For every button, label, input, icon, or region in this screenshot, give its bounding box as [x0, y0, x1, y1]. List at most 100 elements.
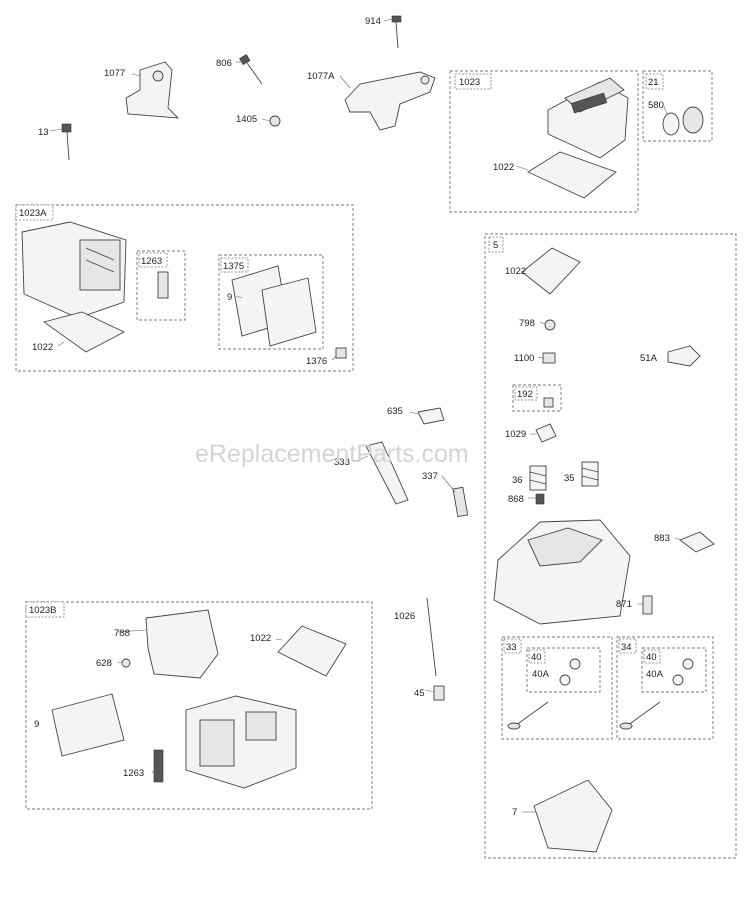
label-1022-b: 1022 [32, 342, 53, 353]
label-1263-b: 1263 [123, 768, 144, 779]
nut-1405-part [269, 115, 281, 127]
group-box-33 [501, 636, 613, 740]
gasket-1022-part-c [521, 247, 581, 295]
group-tag-1375 [220, 257, 249, 273]
gasket-883-part [679, 531, 715, 553]
part-1100 [542, 352, 556, 364]
group-tag-21 [645, 73, 664, 90]
bolt-914-part [391, 15, 402, 49]
part-1029 [535, 423, 557, 443]
label-1077A: 1077A [307, 71, 335, 82]
group-label-1375: 1375 [223, 261, 244, 272]
gasket-51A-part [667, 345, 701, 367]
group-box-1375 [218, 254, 324, 350]
label-628: 628 [96, 658, 112, 669]
bracket-1077-part [125, 61, 180, 119]
label-580: 580 [648, 100, 664, 111]
group-box-34 [616, 636, 714, 740]
group-label-1263: 1263 [141, 256, 162, 267]
group-box-21 [642, 70, 713, 142]
group-box-1263 [136, 250, 186, 321]
group-box-1023B [25, 601, 373, 810]
group-tag-34 [618, 638, 637, 654]
label-40A-a: 40A [532, 669, 550, 680]
label-9-b: 9 [34, 719, 39, 730]
label-1026: 1026 [394, 611, 415, 622]
gasket-1022-part-d [277, 625, 347, 677]
label-1022-c: 1022 [505, 266, 526, 277]
valve-cover-1023A-part [21, 221, 127, 319]
label-868: 868 [508, 494, 524, 505]
part-635 [417, 407, 445, 425]
group-box-192 [512, 384, 562, 412]
group-tag-40-b [643, 649, 661, 664]
label-1077: 1077 [104, 68, 125, 79]
breather-580-part [662, 106, 704, 136]
label-1029: 1029 [505, 429, 526, 440]
valve-33-part [507, 658, 581, 730]
label-9-a: 9 [227, 292, 232, 303]
label-871: 871 [616, 599, 632, 610]
label-333: 333 [334, 457, 350, 468]
label-798: 798 [519, 318, 535, 329]
group-box-40-a [526, 647, 601, 693]
part-45 [433, 685, 445, 701]
group-box-1023 [449, 70, 639, 213]
label-914: 914 [365, 16, 381, 27]
bracket-1077A-part [344, 71, 436, 131]
group-box-5 [484, 233, 737, 859]
watermark-text: eReplacementParts.com [195, 440, 469, 468]
group-tag-192 [514, 386, 538, 401]
gasket-9-part-b [51, 693, 125, 757]
label-1022-d: 1022 [250, 633, 271, 644]
group-label-33: 33 [506, 642, 517, 653]
label-40A-b: 40A [646, 669, 664, 680]
group-tag-1023A [15, 204, 54, 221]
group-box-1023A [15, 204, 354, 372]
rocker-333-part [365, 441, 409, 505]
group-label-192: 192 [517, 389, 533, 400]
group-tag-1263 [138, 252, 168, 268]
label-337: 337 [422, 471, 438, 482]
cylinder-head-part [493, 519, 631, 625]
group-label-21: 21 [648, 77, 659, 88]
part-192 [543, 397, 554, 408]
pushrod-1026-part [426, 597, 437, 677]
head-gasket-7-part [533, 779, 613, 853]
bolt-806-part [239, 54, 263, 85]
group-label-40-b: 40 [646, 652, 657, 663]
spring-35-part [581, 461, 599, 487]
group-label-5: 5 [493, 240, 498, 251]
group-tag-5 [488, 236, 504, 253]
plate-1263b-part [153, 749, 164, 783]
spring-36-part [529, 465, 547, 491]
valve-cover-1023B-part [185, 695, 297, 789]
label-788: 788 [114, 628, 130, 639]
valve-34-part [619, 658, 694, 730]
label-35: 35 [564, 473, 575, 484]
label-1376: 1376 [306, 356, 327, 367]
group-tag-33 [503, 638, 522, 654]
group-label-34: 34 [621, 642, 632, 653]
pin-798-part [544, 319, 556, 331]
group-tag-1023B [25, 601, 65, 618]
nut-628-part [121, 658, 131, 668]
part-337 [452, 486, 469, 518]
valve-cover-1023-part [547, 77, 629, 159]
gasket-1022-part-b [42, 311, 126, 353]
part-871 [642, 595, 653, 615]
group-label-1023: 1023 [459, 77, 480, 88]
label-7: 7 [512, 807, 517, 818]
bolt-13-part [61, 123, 72, 161]
group-tag-1023 [454, 73, 492, 90]
label-13: 13 [38, 127, 49, 138]
part-868 [535, 493, 545, 505]
label-1022-a: 1022 [493, 162, 514, 173]
label-883: 883 [654, 533, 670, 544]
plate-1375-part-b [261, 277, 317, 347]
label-806: 806 [216, 58, 232, 69]
label-45: 45 [414, 688, 425, 699]
label-1405: 1405 [236, 114, 257, 125]
group-tag-40-a [528, 649, 546, 664]
